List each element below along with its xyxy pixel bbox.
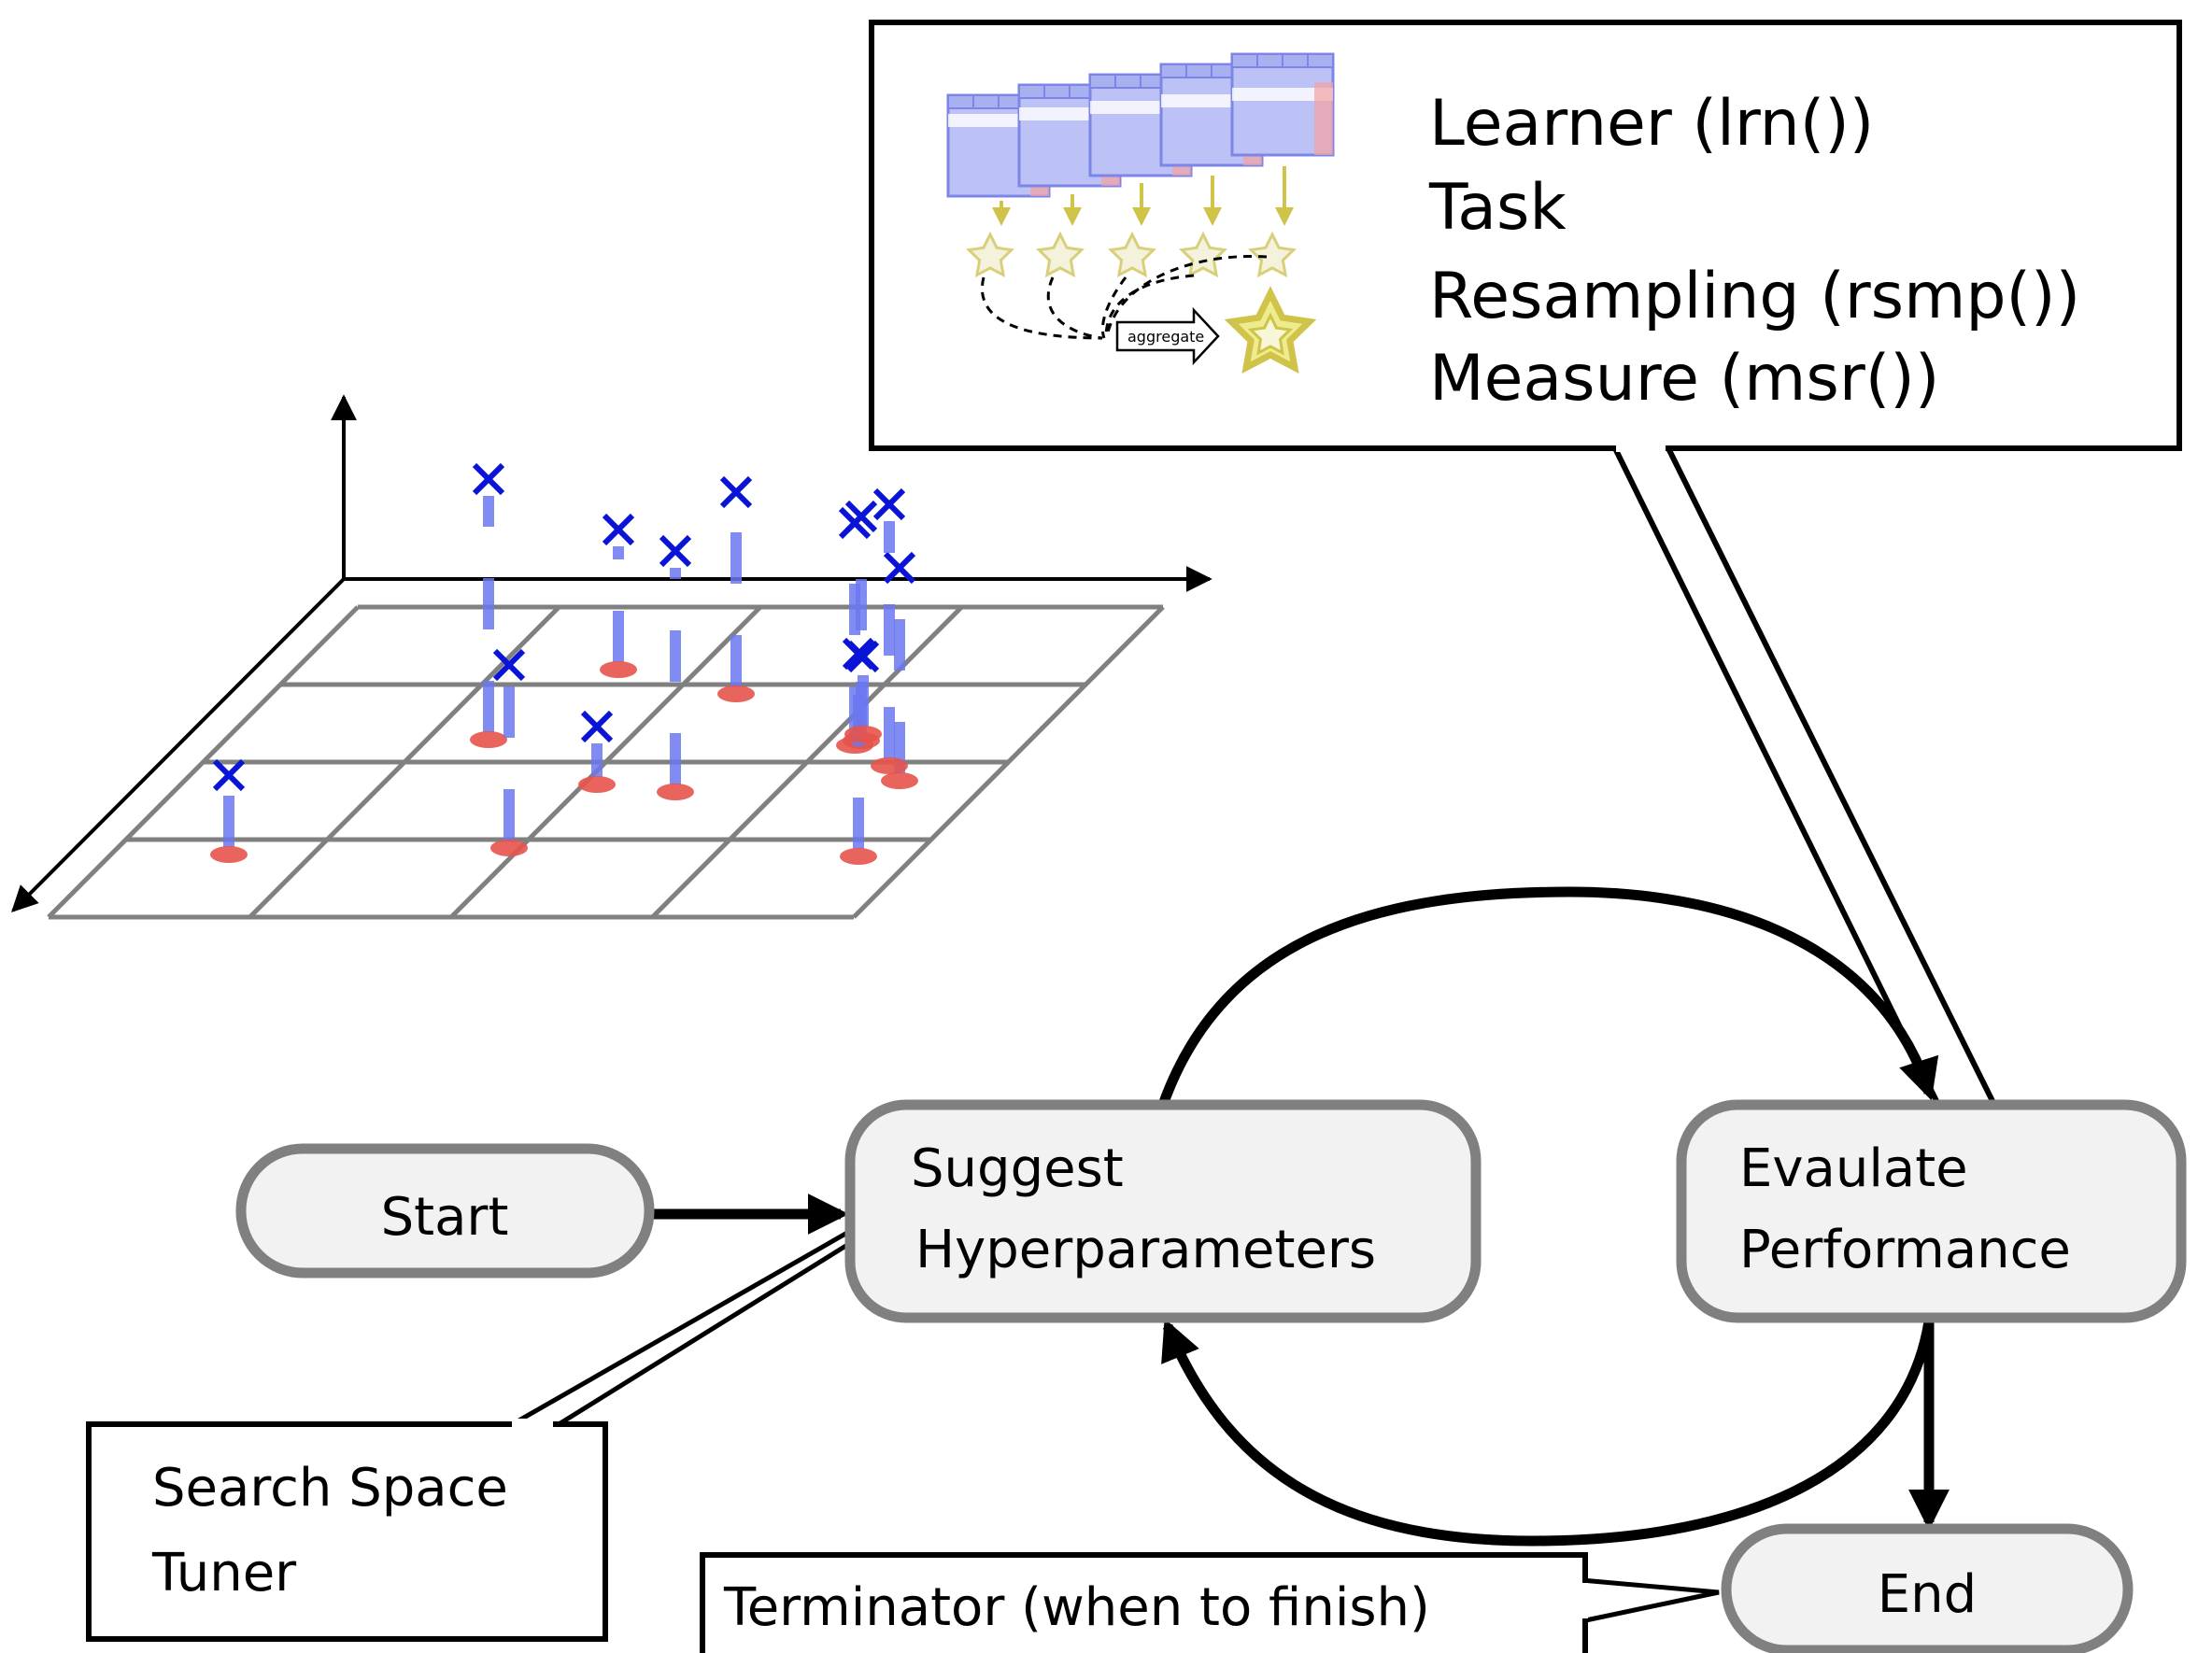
point-base-dot bbox=[881, 772, 918, 789]
point-base-dot bbox=[490, 840, 528, 856]
aggregate-label: aggregate bbox=[1127, 328, 1204, 346]
point-base-dot bbox=[871, 757, 908, 774]
terminator-callout: Terminator (when to finish) bbox=[700, 1552, 1720, 1653]
point-marker-cross bbox=[659, 534, 692, 568]
aggregate-connectors bbox=[980, 254, 1268, 340]
point-base-dot bbox=[844, 726, 882, 742]
terminator-label: Terminator (when to finish) bbox=[723, 1577, 1430, 1638]
search-space-label: Search Space bbox=[152, 1458, 508, 1519]
terminator-box bbox=[700, 1552, 1588, 1653]
point-marker-cross bbox=[602, 513, 635, 546]
aggregate-star-icon bbox=[1224, 286, 1317, 374]
suggest-label-line2: Hyperparameters bbox=[915, 1220, 1376, 1280]
point-base-dot bbox=[600, 661, 637, 678]
point-marker-cross bbox=[719, 475, 753, 509]
point-base-dot bbox=[470, 731, 507, 748]
start-label: Start bbox=[381, 1187, 509, 1248]
point-base-dot bbox=[840, 848, 877, 865]
measure-label: Measure (msr()) bbox=[1429, 342, 1939, 416]
suggest-to-evaluate-arrow bbox=[1157, 886, 1939, 1107]
fold-star-icon bbox=[1107, 231, 1157, 278]
tuner-label: Tuner bbox=[151, 1543, 297, 1604]
point-marker-cross bbox=[492, 648, 526, 682]
point-base-dot bbox=[657, 784, 694, 800]
suggest-label-line1: Suggest bbox=[911, 1138, 1124, 1199]
start-node[interactable]: Start bbox=[235, 1143, 655, 1279]
point-marker-cross bbox=[212, 758, 246, 792]
evaluation-callout: aggregate Learner (lrn()) Task Resamplin… bbox=[869, 20, 2182, 1108]
loop-arrows bbox=[649, 886, 1950, 1547]
point-marker-cross bbox=[838, 506, 872, 540]
evaluation-callout-pointer bbox=[1609, 444, 1999, 1108]
grid-col-line bbox=[650, 605, 964, 919]
suggest-hyperparameters-node[interactable]: Suggest Hyperparameters bbox=[844, 1099, 1482, 1323]
point-marker-cross bbox=[872, 487, 906, 521]
fold-star-icon bbox=[1247, 231, 1297, 278]
point-marker-cross bbox=[472, 462, 505, 496]
point-base-dot bbox=[717, 685, 755, 702]
aggregate-arrow: aggregate bbox=[1115, 306, 1220, 366]
point-marker-cross bbox=[846, 640, 880, 673]
task-label: Task bbox=[1428, 171, 1567, 245]
search-space-plot bbox=[11, 394, 1212, 920]
terminator-pointer bbox=[1579, 1577, 1720, 1625]
resampling-label: Resampling (rsmp()) bbox=[1429, 260, 2080, 333]
fold-table bbox=[1230, 52, 1335, 157]
fold-score-stars bbox=[965, 231, 1297, 278]
search-space-box bbox=[86, 1421, 608, 1642]
grid-plane bbox=[47, 604, 1165, 920]
resampling-illustration: aggregate bbox=[946, 52, 1335, 374]
evaluate-performance-node[interactable]: Evaulate Performance bbox=[1676, 1099, 2187, 1323]
evaluated-points bbox=[210, 462, 918, 865]
end-label: End bbox=[1878, 1564, 1977, 1625]
end-node[interactable]: End bbox=[1721, 1523, 2134, 1653]
axis-depth bbox=[11, 577, 346, 912]
evaluate-label-line1: Evaulate bbox=[1739, 1138, 1968, 1199]
resampling-folds bbox=[946, 52, 1335, 198]
point-base-dot bbox=[578, 776, 616, 793]
point-marker-cross bbox=[580, 710, 614, 743]
learner-label: Learner (lrn()) bbox=[1429, 87, 1874, 161]
fold-arrows bbox=[992, 166, 1294, 226]
point-base-dot bbox=[210, 846, 248, 863]
fold-star-icon bbox=[965, 231, 1015, 278]
grid-col-line bbox=[852, 605, 1165, 919]
point-marker-cross bbox=[883, 551, 916, 585]
evaluate-label-line2: Performance bbox=[1739, 1220, 2071, 1280]
search-space-callout: Search Space Tuner bbox=[86, 1229, 856, 1642]
evaluate-to-suggest-arrow bbox=[1161, 1318, 1935, 1547]
grid-col-line bbox=[449, 605, 762, 919]
fold-star-icon bbox=[1035, 231, 1085, 278]
